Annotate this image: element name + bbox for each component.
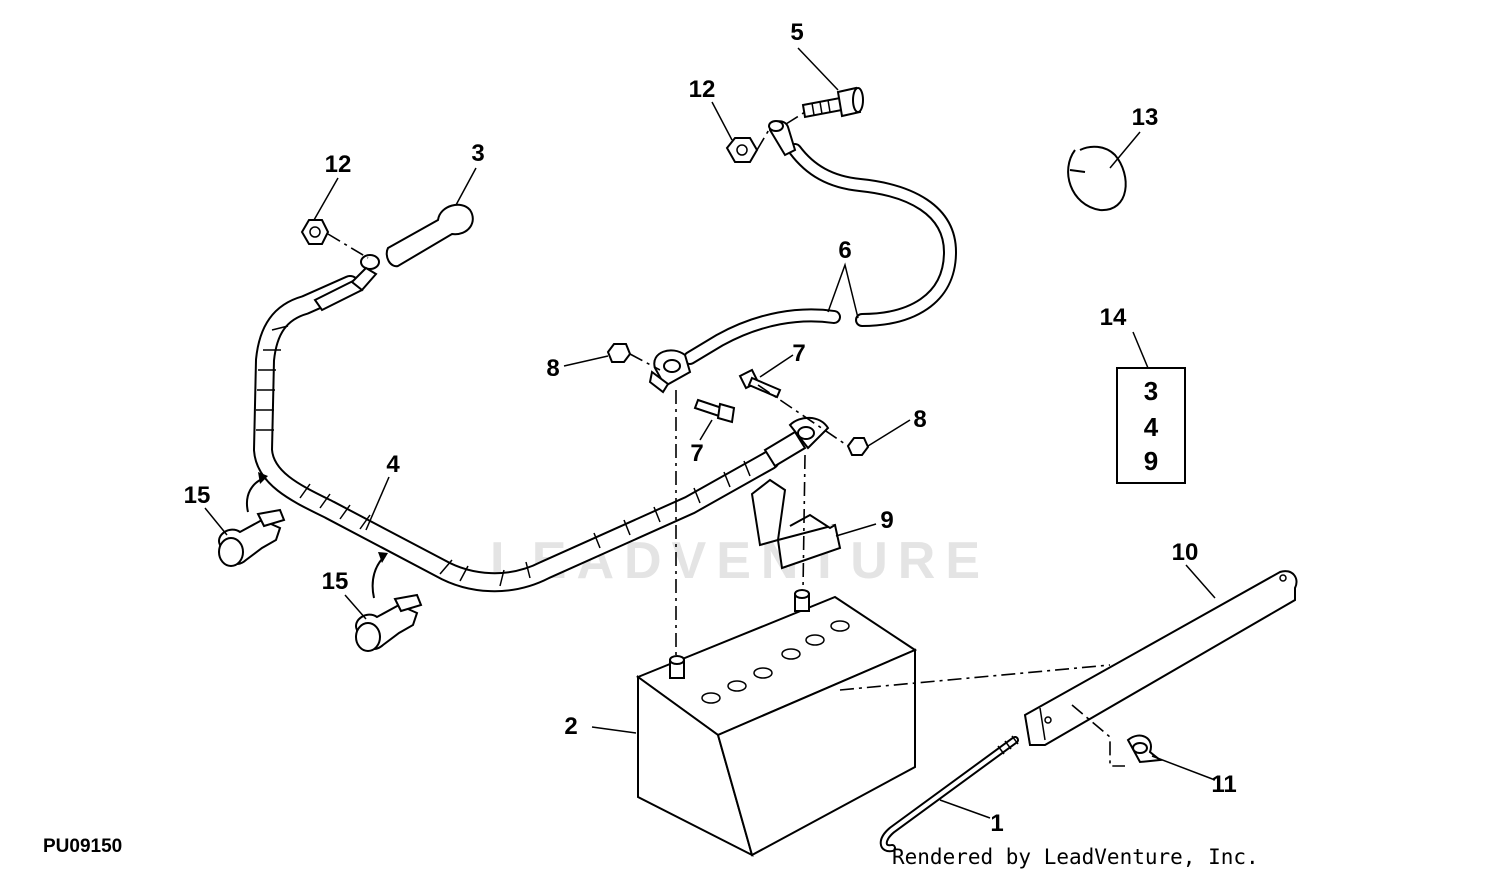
- callout-8: 8: [913, 406, 926, 433]
- callout-12: 12: [689, 76, 716, 103]
- callout-12: 12: [325, 151, 352, 178]
- callout-7: 7: [690, 440, 703, 467]
- bolt-5: [801, 86, 864, 119]
- bolt-7-upper: [738, 368, 782, 399]
- positive-cable: [253, 254, 830, 593]
- hold-down-clamp-upper: [218, 508, 286, 567]
- callout-14: 14: [1100, 304, 1127, 331]
- callout-15: 15: [184, 482, 211, 509]
- assembly-lines: [327, 111, 1125, 767]
- bolt-7-lower: [693, 398, 736, 424]
- nut-12-left: [300, 219, 330, 245]
- kit-item: 9: [1144, 446, 1158, 476]
- terminal-cover: [385, 203, 474, 268]
- callout-3: 3: [471, 140, 484, 167]
- callout-2: 2: [564, 713, 577, 740]
- clip-13: [1067, 145, 1127, 212]
- callout-4: 4: [386, 451, 400, 478]
- callout-9: 9: [880, 507, 893, 534]
- rotate-arrow-lower: [371, 552, 388, 599]
- callouts: 5 12 12 3 13 6 14 8 7 7 8 4 9 15 15 10 2…: [184, 19, 1237, 837]
- hold-down-bar: [1023, 570, 1298, 746]
- callout-1: 1: [990, 810, 1003, 837]
- callout-15: 15: [322, 568, 349, 595]
- kit-item: 4: [1144, 412, 1159, 442]
- leader-lines: [204, 47, 1216, 819]
- callout-10: 10: [1172, 539, 1199, 566]
- nut-12-upper: [725, 137, 759, 163]
- negative-cable: [648, 120, 958, 394]
- terminal-boot: [750, 478, 842, 570]
- render-credit: Rendered by LeadVenture, Inc.: [892, 845, 1259, 869]
- callout-6: 6: [838, 237, 851, 264]
- callout-11: 11: [1211, 771, 1236, 798]
- kit-item: 3: [1144, 376, 1158, 406]
- callout-13: 13: [1132, 104, 1159, 131]
- j-bolt: [879, 735, 1019, 853]
- rotate-arrow-upper: [246, 472, 268, 513]
- wing-nut: [1126, 734, 1163, 764]
- nut-8-right: [846, 437, 870, 456]
- callout-7: 7: [792, 340, 805, 367]
- nut-8-left: [606, 343, 632, 363]
- callout-5: 5: [790, 19, 803, 46]
- callout-8: 8: [546, 355, 559, 382]
- battery: [635, 589, 918, 857]
- kit-box: 3 4 9: [1116, 367, 1186, 484]
- figure-id: PU09150: [43, 836, 122, 857]
- hold-down-clamp-lower: [355, 593, 423, 652]
